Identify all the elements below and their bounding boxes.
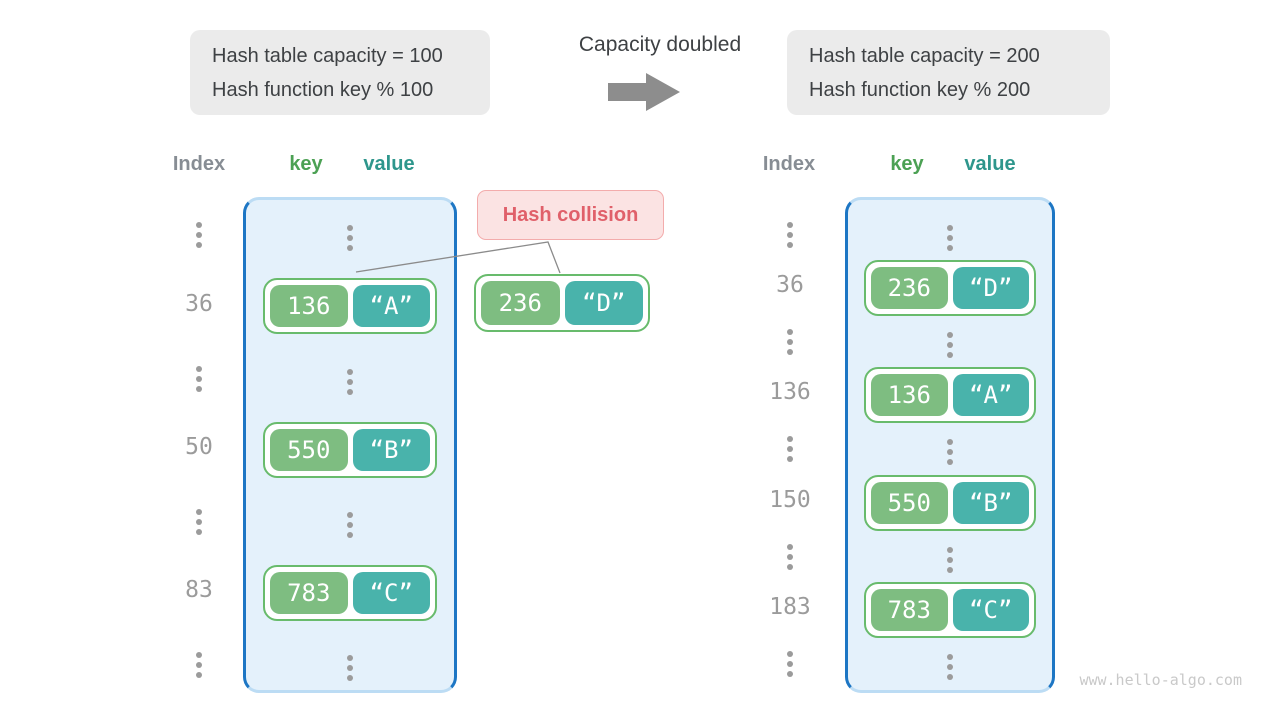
column-header-value: value <box>363 153 415 175</box>
index-label: 36 <box>776 272 804 298</box>
ellipsis-icon <box>787 222 793 248</box>
ellipsis-icon <box>787 329 793 355</box>
ellipsis-icon <box>196 366 202 392</box>
index-label: 136 <box>769 379 811 405</box>
ellipsis-icon <box>947 654 953 680</box>
pair-key: 136 <box>270 285 348 327</box>
ellipsis-icon <box>947 332 953 358</box>
ellipsis-icon <box>947 439 953 465</box>
hash-table-container-100: 136 “A” 550 “B” 783 “C” <box>243 197 457 693</box>
index-label: 83 <box>185 577 213 603</box>
kv-pair: 550 “B” <box>864 475 1036 531</box>
pair-key: 783 <box>871 589 948 631</box>
pair-key: 136 <box>871 374 948 416</box>
kv-pair: 136 “A” <box>864 367 1036 423</box>
index-label: 50 <box>185 434 213 460</box>
pair-value: “B” <box>352 429 430 471</box>
pair-key: 783 <box>270 572 348 614</box>
kv-pair-colliding: 236 “D” <box>474 274 650 332</box>
hash-table-container-200: 236 “D” 136 “A” 550 “B” 783 “C” <box>845 197 1055 693</box>
right-block-arrow-icon <box>608 73 680 111</box>
pair-value: “A” <box>952 374 1029 416</box>
watermark: www.hello-algo.com <box>1079 671 1242 689</box>
ellipsis-icon <box>196 509 202 535</box>
capacity-100-info-box: Hash table capacity = 100 Hash function … <box>190 30 490 115</box>
kv-pair: 550 “B” <box>263 422 437 478</box>
pair-key: 236 <box>481 281 560 325</box>
kv-pair: 136 “A” <box>263 278 437 334</box>
hash-collision-badge: Hash collision <box>477 190 664 240</box>
kv-pair: 783 “C” <box>864 582 1036 638</box>
pair-key: 550 <box>871 482 948 524</box>
column-header-index: Index <box>762 153 816 175</box>
pair-value: “C” <box>952 589 1029 631</box>
ellipsis-icon <box>787 436 793 462</box>
pair-value: “A” <box>352 285 430 327</box>
ellipsis-icon <box>196 222 202 248</box>
index-label: 183 <box>769 594 811 620</box>
column-header-key: key <box>289 153 323 175</box>
kv-pair: 783 “C” <box>263 565 437 621</box>
ellipsis-icon <box>947 547 953 573</box>
ellipsis-icon <box>347 512 353 538</box>
index-label: 36 <box>185 291 213 317</box>
ellipsis-icon <box>347 225 353 251</box>
pair-key: 550 <box>270 429 348 471</box>
kv-pair: 236 “D” <box>864 260 1036 316</box>
left-index-column: 36 50 83 <box>169 0 229 720</box>
ellipsis-icon <box>787 651 793 677</box>
hash-function-line: Hash function key % 200 <box>809 78 1031 101</box>
ellipsis-icon <box>947 225 953 251</box>
capacity-doubled-label: Capacity doubled <box>578 33 742 56</box>
pair-key: 236 <box>871 267 948 309</box>
hash-collision-label: Hash collision <box>502 203 639 226</box>
pair-value: “D” <box>952 267 1029 309</box>
index-label: 150 <box>769 487 811 513</box>
hash-function-line: Hash function key % 100 <box>212 78 434 101</box>
pair-value: “D” <box>564 281 643 325</box>
pair-value: “C” <box>352 572 430 614</box>
column-header-value: value <box>964 153 1016 175</box>
column-header-key: key <box>890 153 924 175</box>
ellipsis-icon <box>787 544 793 570</box>
column-header-index: Index <box>172 153 226 175</box>
capacity-line: Hash table capacity = 100 <box>212 44 443 67</box>
pair-value: “B” <box>952 482 1029 524</box>
capacity-line: Hash table capacity = 200 <box>809 44 1040 67</box>
ellipsis-icon <box>347 369 353 395</box>
ellipsis-icon <box>347 655 353 681</box>
right-index-column: 36 136 150 183 <box>760 0 820 720</box>
capacity-200-info-box: Hash table capacity = 200 Hash function … <box>787 30 1110 115</box>
ellipsis-icon <box>196 652 202 678</box>
